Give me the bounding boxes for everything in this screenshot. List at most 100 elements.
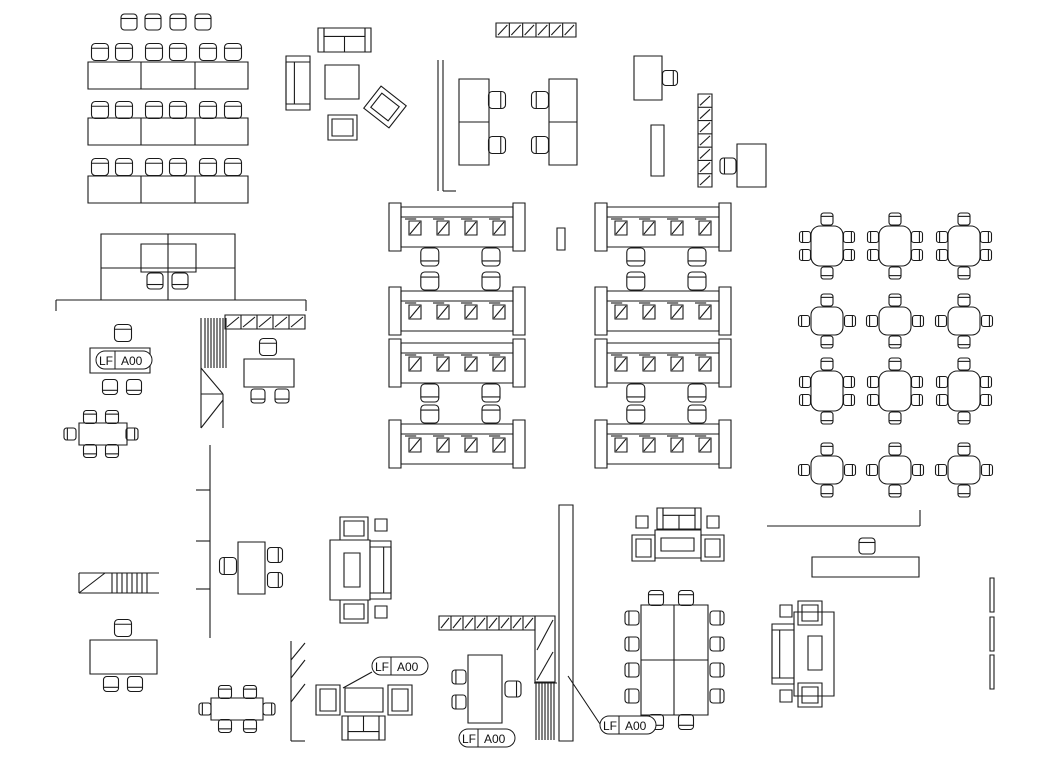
chair [106, 411, 119, 424]
chair [106, 445, 119, 458]
armchair-seat [636, 539, 651, 557]
armchair [798, 601, 822, 625]
chair [146, 102, 163, 119]
shelf-hatch [551, 25, 560, 35]
stair-diag [201, 368, 223, 394]
cpu-hatch [616, 306, 626, 318]
stair-and-desk [201, 315, 305, 428]
chair [958, 336, 970, 348]
chair [220, 558, 237, 575]
chair [649, 591, 664, 606]
cpu-hatch [466, 222, 476, 234]
desk [90, 640, 157, 674]
shelf-hatch [700, 162, 710, 171]
chair [912, 377, 923, 388]
chair [889, 358, 901, 370]
cpu [671, 305, 683, 319]
shelf-hatch [453, 618, 461, 628]
chair [821, 358, 833, 370]
chair [982, 465, 993, 476]
shelf-frame [225, 315, 305, 329]
cpu [465, 221, 477, 235]
chair [800, 232, 811, 243]
chair [889, 443, 901, 455]
chair [627, 405, 645, 423]
shelf-hatch [498, 25, 507, 35]
chair [981, 395, 992, 406]
workstations-left [389, 203, 525, 468]
tag-lf-a00-3: LF A00 [459, 729, 515, 747]
chair [225, 102, 242, 119]
cpu-hatch [438, 358, 448, 370]
chair [116, 159, 133, 176]
chair [225, 159, 242, 176]
cpu [615, 438, 627, 452]
monitor-desk [141, 244, 196, 272]
chair [200, 159, 217, 176]
panel-left [595, 339, 607, 387]
desk [634, 56, 662, 100]
chair [710, 689, 724, 703]
panel-right [719, 339, 731, 387]
cpu-hatch [700, 222, 710, 234]
chair [859, 538, 875, 554]
cpu [437, 357, 449, 371]
lounge-top [286, 23, 576, 140]
chair [104, 677, 119, 692]
cpu-hatch [410, 358, 420, 370]
chair [200, 102, 217, 119]
shelf-hatch [700, 109, 710, 118]
chair [482, 405, 500, 423]
panel-left [595, 203, 607, 251]
armchair-seat [344, 521, 364, 536]
cpu-hatch [494, 222, 504, 234]
chair [84, 445, 97, 458]
chair [889, 294, 901, 306]
tag-prefix: LF [603, 719, 617, 733]
chair [627, 248, 645, 266]
shelf-hatch [700, 136, 710, 145]
chair [710, 637, 724, 651]
chair [845, 465, 856, 476]
chair [146, 44, 163, 61]
desk-strip [401, 207, 513, 247]
side-table [780, 605, 792, 617]
chair [821, 336, 833, 348]
sofa-back [384, 547, 391, 593]
chair [170, 159, 187, 176]
chair [121, 14, 137, 30]
chair [958, 485, 970, 497]
chair [688, 384, 706, 402]
chair [275, 389, 289, 403]
stair-diag [79, 573, 105, 593]
cpu [699, 305, 711, 319]
chair [92, 44, 109, 61]
shelf-hatch [700, 123, 710, 132]
sofa [286, 56, 310, 110]
chair [710, 611, 724, 625]
desk-strip [401, 424, 513, 464]
cpu-hatch [644, 306, 654, 318]
coffee-table [345, 688, 383, 712]
cpu [699, 221, 711, 235]
armchair-rot [364, 86, 406, 128]
chair [821, 294, 833, 306]
cpu [409, 438, 421, 452]
cpu-hatch [616, 222, 626, 234]
column-post [557, 228, 565, 250]
cpu-hatch [410, 222, 420, 234]
table [211, 698, 263, 720]
cpu [437, 305, 449, 319]
chair [688, 272, 706, 290]
chair [937, 232, 948, 243]
chair [821, 213, 833, 225]
panel-right [719, 287, 731, 335]
armchair [328, 115, 357, 140]
panel-right [513, 339, 525, 387]
side-table [375, 606, 387, 618]
shelf-hatch [275, 317, 287, 327]
coffee-table [661, 538, 694, 551]
chair [170, 102, 187, 119]
sofa-side [794, 612, 834, 696]
chair [268, 573, 283, 588]
